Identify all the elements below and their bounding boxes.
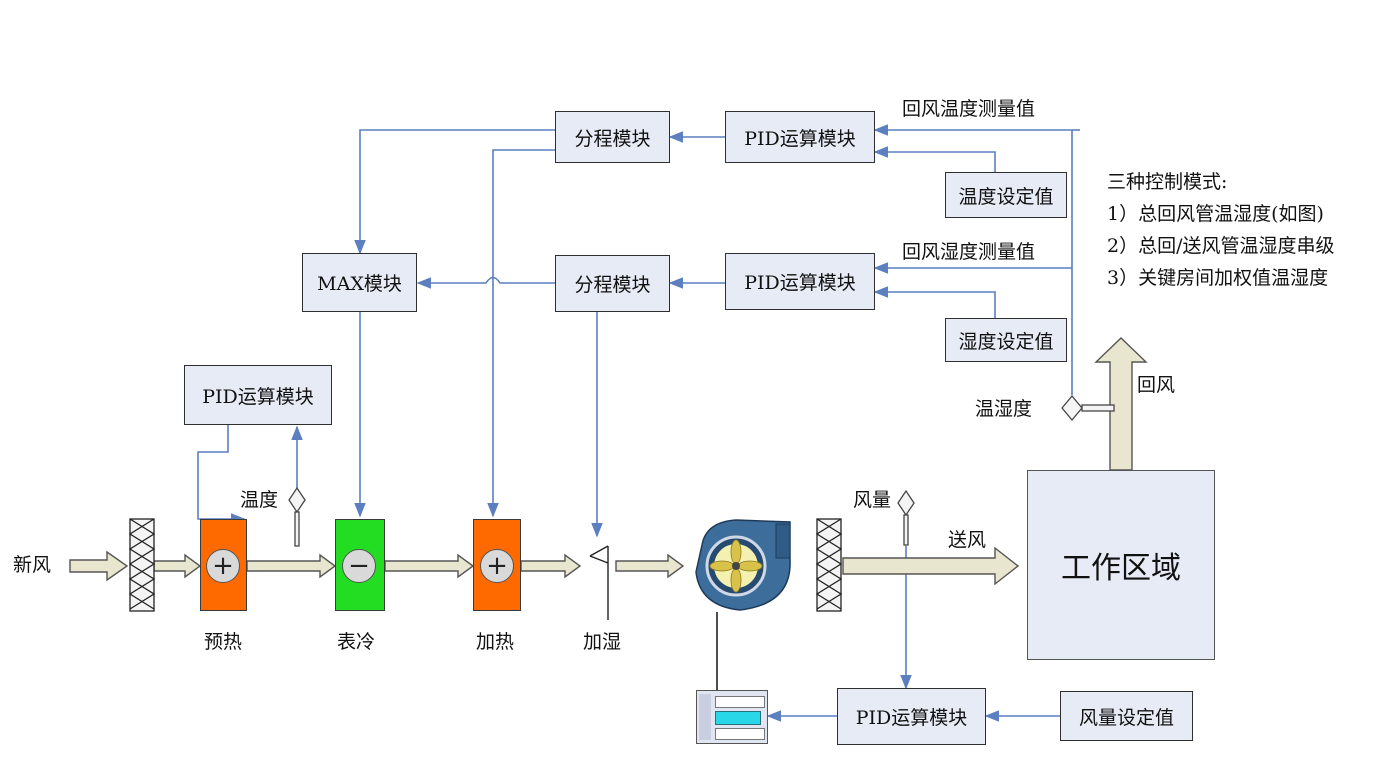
line-split-hum-max (416, 276, 555, 289)
fan-icon (695, 519, 791, 611)
filter-2 (815, 518, 843, 612)
arrow-cooler-heater (384, 553, 475, 579)
vfd-panel-icon[interactable] (696, 690, 768, 744)
control-mode-item: 3）关键房间加权值温湿度 (1107, 267, 1329, 289)
line-pid-preheat (197, 425, 246, 525)
control-mode-item: 2）总回/送风管温湿度串级 (1107, 235, 1335, 257)
line-temp-setpoint (873, 146, 996, 172)
heating-coil[interactable]: + (473, 519, 521, 611)
pid-module-hum[interactable]: PID运算模块 (725, 253, 875, 310)
pid-module-airflow[interactable]: PID运算模块 (837, 688, 986, 745)
split-module-temp[interactable]: 分程模块 (555, 111, 670, 163)
airflow-sensor-icon (897, 489, 915, 546)
line-hum-setpoint (873, 286, 996, 318)
arrow-return-air (1094, 337, 1148, 471)
return-air-label: 回风 (1137, 374, 1176, 396)
humidifier-nozzle-icon (589, 545, 609, 620)
arrow-fresh-preheat (153, 553, 202, 579)
minus-icon: − (342, 549, 376, 583)
temperature-sensor-icon (288, 486, 306, 547)
temperature-label: 温度 (240, 489, 279, 511)
line-split-max (354, 129, 555, 255)
pid-module-preheat[interactable]: PID运算模块 (184, 365, 332, 425)
control-modes-note: 三种控制模式: 1）总回风管温湿度(如图) 2）总回/送风管温湿度串级 3）关键… (1107, 166, 1335, 294)
plus-icon: + (480, 549, 514, 583)
pid-module-temp[interactable]: PID运算模块 (725, 111, 875, 163)
cooling-label: 表冷 (337, 631, 376, 653)
temp-humidity-sensor-icon (1061, 394, 1115, 422)
line-split-heater (487, 149, 555, 518)
arrow-humid-fan (615, 553, 685, 579)
return-temp-measurement-label: 回风温度测量值 (902, 98, 1036, 120)
airflow-setpoint-box[interactable]: 风量设定值 (1060, 691, 1193, 741)
work-area-box[interactable]: 工作区域 (1027, 470, 1215, 660)
hum-setpoint-box[interactable]: 湿度设定值 (945, 318, 1067, 362)
supply-air-label: 送风 (948, 529, 987, 551)
preheat-label: 预热 (204, 631, 243, 653)
arrow-supply-air (842, 546, 1020, 586)
control-modes-title: 三种控制模式: (1107, 171, 1228, 193)
return-hum-measurement-label: 回风湿度测量值 (902, 241, 1036, 263)
preheat-coil[interactable]: + (200, 519, 247, 611)
cooling-coil[interactable]: − (335, 519, 385, 611)
arrow-preheat-cooler (246, 553, 337, 579)
heating-label: 加热 (476, 631, 515, 653)
temp-humidity-label: 温湿度 (975, 398, 1033, 420)
fresh-air-label: 新风 (13, 554, 52, 576)
airflow-label: 风量 (853, 489, 892, 511)
temp-setpoint-box[interactable]: 温度设定值 (945, 172, 1067, 218)
filter-1 (128, 518, 156, 612)
max-module[interactable]: MAX模块 (302, 253, 417, 312)
arrow-heater-humid (520, 553, 582, 579)
split-module-hum[interactable]: 分程模块 (555, 255, 670, 312)
control-mode-item: 1）总回风管温湿度(如图) (1107, 203, 1324, 225)
plus-icon: + (206, 549, 240, 583)
arrow-fresh-air (69, 550, 129, 582)
humidify-label: 加湿 (583, 631, 622, 653)
